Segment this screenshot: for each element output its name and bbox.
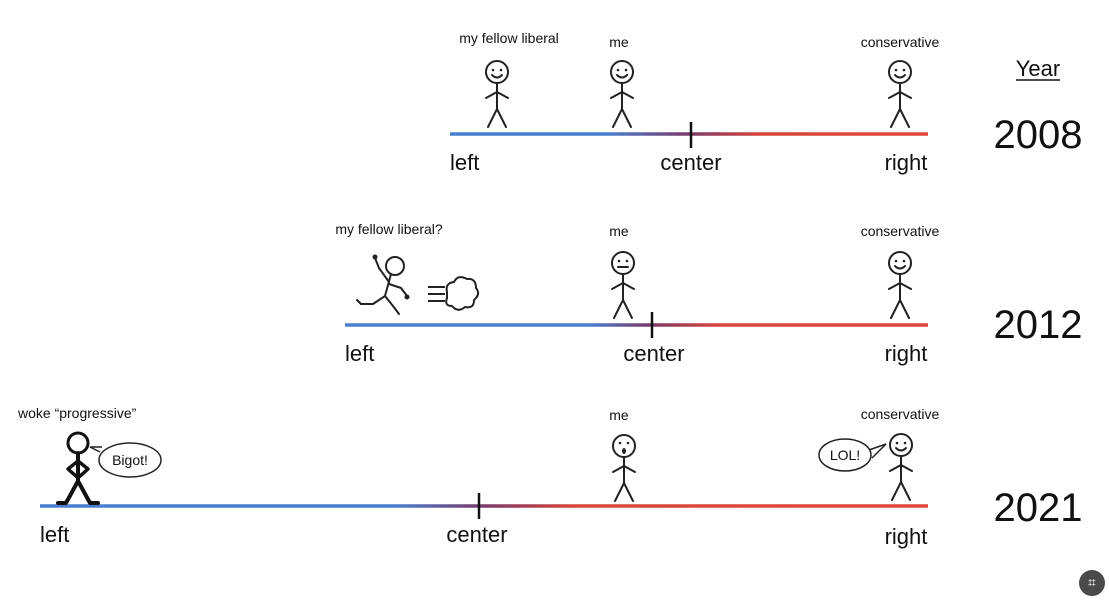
year-2012: 2012 xyxy=(994,303,1083,347)
stick-figure-me-icon xyxy=(611,251,635,319)
axis-left-2012: left xyxy=(345,341,374,366)
label-woke-progressive: woke “progressive” xyxy=(17,405,137,421)
bubble-text-lol: LOL! xyxy=(830,447,860,463)
axis-left-2008: left xyxy=(450,150,479,175)
stick-figure-conservative-icon xyxy=(888,60,912,128)
axis-right-2021: right xyxy=(885,524,928,549)
axis-right-2012: right xyxy=(885,341,928,366)
axis-center-2008: center xyxy=(660,150,721,175)
label-me-2012: me xyxy=(609,223,629,239)
label-me-2008: me xyxy=(609,34,629,50)
bubble-text-bigot: Bigot! xyxy=(112,452,148,468)
label-conservative-2008: conservative xyxy=(861,34,940,50)
stick-figure-conservative-icon xyxy=(888,251,912,319)
running-figure-icon xyxy=(356,254,410,315)
label-conservative-2012: conservative xyxy=(861,223,940,239)
dust-cloud-icon xyxy=(445,276,480,311)
year-2008: 2008 xyxy=(994,113,1083,157)
label-conservative-2021: conservative xyxy=(861,406,940,422)
visual-search-button[interactable]: ⌗ xyxy=(1079,570,1105,596)
stick-figure-me-icon xyxy=(610,60,634,128)
year-header: Year xyxy=(1016,56,1060,81)
stick-figure-conservative-icon xyxy=(889,433,913,501)
year-2021: 2021 xyxy=(994,486,1083,530)
speech-bubble-bigot: Bigot! xyxy=(89,442,162,478)
speech-bubble-lol: LOL! xyxy=(818,438,887,472)
label-fellow-liberal-2008: my fellow liberal xyxy=(459,30,559,46)
row-2012: left center right 2012 my fellow liberal… xyxy=(335,221,1082,366)
axis-center-2021: center xyxy=(446,522,507,547)
label-me-2021: me xyxy=(609,407,629,423)
stick-figure-liberal-icon xyxy=(485,60,509,128)
axis-right-2008: right xyxy=(885,150,928,175)
axis-left-2021: left xyxy=(40,522,69,547)
row-2021: left center right 2021 woke “progressive… xyxy=(17,405,1082,549)
speed-lines-icon xyxy=(428,286,445,302)
stick-figure-me-shocked-icon xyxy=(612,434,636,502)
label-fellow-liberal-2012: my fellow liberal? xyxy=(335,221,443,237)
row-2008: left center right 2008 my fellow liberal… xyxy=(450,30,1082,175)
axis-center-2012: center xyxy=(623,341,684,366)
scan-icon: ⌗ xyxy=(1088,575,1096,591)
angry-stick-figure-icon xyxy=(56,431,100,505)
